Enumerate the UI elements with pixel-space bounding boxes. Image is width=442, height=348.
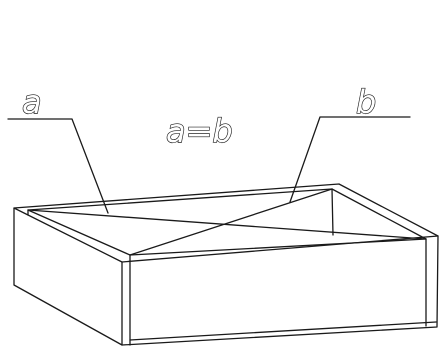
label-a-equals-b: a=b (166, 112, 233, 150)
inner-back-corner (331, 188, 334, 236)
diagonal-a (27, 209, 427, 240)
front-wall (121, 235, 439, 346)
left-wall (13, 207, 123, 346)
front-wall-bottom-inner (129, 321, 437, 341)
label-a: a (22, 83, 42, 121)
diagonal-b (129, 188, 333, 256)
leader-line-a (7, 118, 109, 214)
leader-line-b (289, 116, 411, 203)
label-b: b (356, 83, 376, 121)
